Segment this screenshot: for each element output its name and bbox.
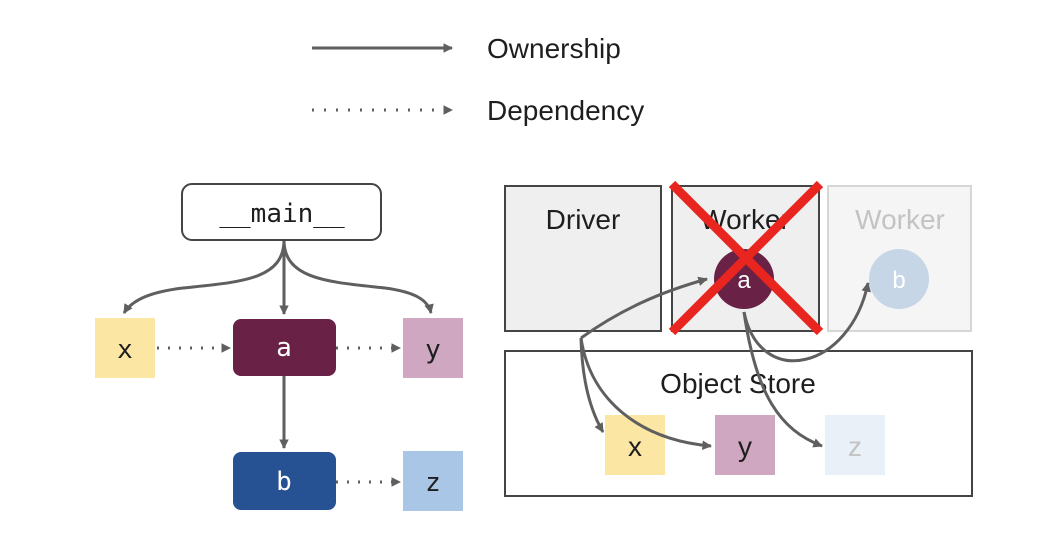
node-a-label: a: [276, 333, 292, 363]
cluster-edge-driver-to-a: [580, 276, 708, 340]
cluster: Object Store x y z Driver Worker a: [504, 180, 973, 497]
worker-object-b-label: b: [892, 267, 905, 294]
node-y-label: y: [425, 335, 441, 365]
edge-main-to-x: [122, 239, 286, 314]
cluster-edge-driver-to-y: [579, 337, 712, 451]
store-object-z-label: z: [848, 431, 862, 462]
node-b-label: b: [276, 467, 292, 497]
cluster-edge-a-to-z: [742, 311, 823, 448]
worker-object-b: [869, 249, 929, 309]
node-a: a: [233, 319, 336, 376]
legend-dependency-label: Dependency: [487, 95, 644, 126]
worker-new-label: Worker: [855, 204, 945, 235]
store-object-y-label: y: [738, 431, 752, 462]
object-store-label: Object Store: [660, 368, 816, 399]
driver-process: Driver: [504, 185, 662, 332]
worker-object-a: [714, 249, 774, 309]
ownership-graph: __main__ x a y b z: [95, 183, 463, 511]
node-x: x: [95, 318, 155, 378]
store-object-x: x: [605, 415, 665, 475]
node-x-label: x: [117, 335, 133, 365]
store-object-y: y: [715, 415, 775, 475]
cluster-edge-a-to-b: [742, 282, 871, 363]
node-main: __main__: [181, 183, 382, 241]
legend-ownership-label: Ownership: [487, 33, 621, 64]
node-y: y: [403, 318, 463, 378]
node-main-label: __main__: [219, 199, 345, 229]
worker-failure-cross-icon: [668, 180, 824, 336]
worker-object-a-label: a: [737, 267, 751, 294]
object-store: Object Store x y z: [504, 350, 973, 497]
worker-process-new: Worker b: [827, 185, 972, 332]
edge-main-to-y: [282, 239, 434, 314]
driver-label: Driver: [546, 204, 621, 235]
node-b: b: [233, 452, 336, 510]
legend: Ownership Dependency: [312, 33, 644, 126]
cluster-edge-driver-to-x: [579, 337, 605, 433]
store-object-x-label: x: [628, 431, 642, 462]
node-z-label: z: [425, 468, 441, 498]
node-z: z: [403, 451, 463, 511]
store-object-z: z: [825, 415, 885, 475]
